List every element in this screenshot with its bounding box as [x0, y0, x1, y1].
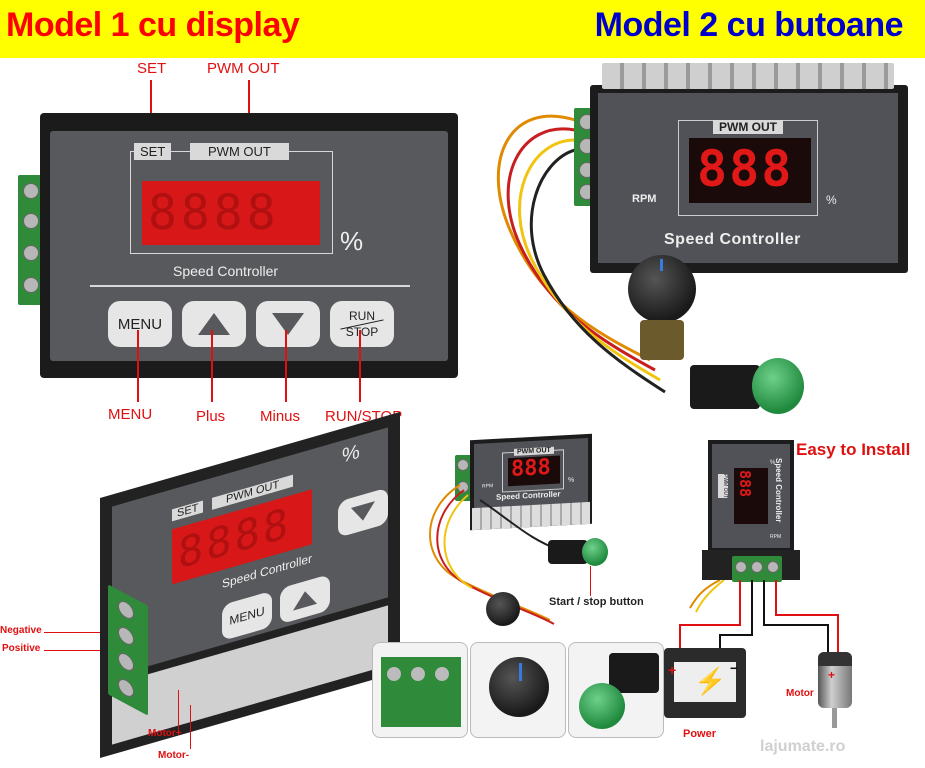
menu-button[interactable]: MENU	[222, 590, 272, 642]
small-start-stop-button[interactable]	[582, 538, 608, 566]
led-display: 8888	[142, 181, 320, 245]
model1-front-panel: SET PWM OUT 8888 % Speed Controller MENU…	[40, 113, 458, 378]
detail-tile-knob	[470, 642, 566, 738]
rpm-label: RPM	[632, 193, 657, 205]
pwm-out-tag: PWM OUT	[718, 474, 728, 499]
detail-tile-terminals	[372, 642, 468, 738]
model1-angled-terminal	[108, 584, 148, 716]
callout-menu: MENU	[108, 406, 153, 423]
watermark-text: lajumate.ro	[760, 738, 846, 755]
plus-button[interactable]	[280, 574, 330, 625]
heatsink	[602, 63, 894, 89]
banner-title-model2: Model 2 cu butoane	[594, 6, 904, 44]
lightning-icon: ⚡	[694, 666, 727, 696]
callout-line-plus	[211, 330, 213, 402]
knob-indicator-icon	[660, 259, 663, 271]
led-display: 888	[734, 468, 768, 524]
led-display: 888	[689, 138, 811, 203]
model1-faceplate: SET PWM OUT 8888 % Speed Controller MENU…	[50, 131, 448, 361]
dc-motor: +	[818, 652, 852, 728]
wire-line-motor-plus	[178, 690, 179, 734]
speed-controller-label: Speed Controller	[173, 263, 279, 279]
display-digits: 888	[697, 140, 794, 198]
stop-label: STOP	[345, 324, 379, 339]
percent-sign: %	[340, 226, 364, 256]
model2-install-view: PWM OUT 888 % RPM Speed Controller	[702, 440, 800, 580]
model2-faceplate: PWM OUT 888 RPM % Speed Controller	[598, 93, 898, 263]
plus-terminal-icon: +	[668, 662, 677, 678]
pwm-out-tag: PWM OUT	[713, 120, 783, 134]
percent-sign: %	[826, 193, 837, 207]
plus-button[interactable]	[182, 301, 246, 347]
start-stop-button-label: Start / stop button	[549, 596, 644, 608]
power-label: Power	[683, 728, 717, 740]
arrow-up-icon	[198, 313, 230, 335]
divider-line	[90, 285, 410, 287]
percent-sign: %	[770, 460, 776, 466]
wire-line-negative	[44, 632, 134, 633]
label-motor-minus: Motor-	[158, 750, 190, 761]
percent-sign: %	[342, 440, 360, 468]
install-wires	[679, 580, 839, 652]
run-stop-button[interactable]: RUN STOP	[330, 301, 394, 347]
speed-controller-label: Speed Controller	[774, 458, 783, 523]
label-motor-plus: Motor+	[148, 728, 182, 739]
battery-power-source: + − ⚡	[664, 648, 746, 718]
arrow-down-icon	[272, 313, 304, 335]
small-pushbutton-body	[548, 540, 588, 564]
banner-title-model1: Model 1 cu display	[6, 6, 300, 44]
easy-install-heading: Easy to Install	[796, 440, 911, 459]
pushbutton-body	[690, 365, 760, 409]
arrow-up-icon	[293, 587, 317, 611]
start-stop-pushbutton[interactable]	[752, 358, 804, 414]
menu-button[interactable]: MENU	[108, 301, 172, 347]
title-banner: Model 1 cu display Model 2 cu butoane	[0, 0, 925, 58]
small-terminal-block	[455, 455, 473, 501]
minus-terminal-icon: −	[730, 660, 739, 676]
model2-front-panel: PWM OUT 888 RPM % Speed Controller	[590, 63, 908, 273]
detail-tile-button	[568, 642, 664, 738]
label-positive: Positive	[2, 643, 41, 654]
display-digits: 888	[511, 454, 551, 483]
plus-terminal-icon: +	[828, 668, 836, 682]
callout-pwm-out: PWM OUT	[207, 60, 280, 77]
potentiometer-knob[interactable]	[628, 255, 696, 323]
wire-line-positive	[44, 650, 144, 651]
model2-wires	[496, 114, 666, 394]
model2-install-faceplate: PWM OUT 888 % RPM Speed Controller	[712, 444, 790, 548]
callout-plus: Plus	[196, 408, 226, 425]
minus-button[interactable]	[256, 301, 320, 347]
speed-controller-label: Speed Controller	[664, 231, 801, 248]
arrow-down-icon	[351, 501, 375, 525]
callout-line-runstop	[359, 330, 361, 402]
small-potentiometer-knob[interactable]	[486, 592, 520, 626]
motor-label: Motor	[786, 688, 814, 699]
install-terminal-block	[732, 556, 782, 582]
label-negative: Negative	[0, 625, 42, 636]
pwm-out-tag: PWM OUT	[190, 143, 289, 160]
callout-line-menu	[137, 330, 139, 402]
run-label: RUN	[349, 308, 375, 323]
callout-set: SET	[137, 60, 167, 77]
callout-minus: Minus	[260, 408, 301, 425]
wire-line-motor-minus	[190, 705, 191, 749]
set-tag: SET	[172, 500, 204, 522]
rpm-label: RPM	[770, 534, 782, 540]
callout-line-minus	[285, 330, 287, 402]
minus-button[interactable]	[338, 487, 388, 538]
display-digits: 888	[736, 470, 754, 498]
potentiometer-body	[640, 320, 684, 360]
set-tag: SET	[134, 143, 172, 160]
